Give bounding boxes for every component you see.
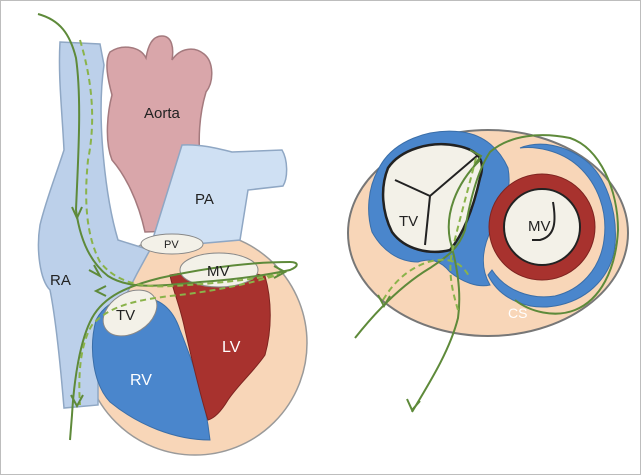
right-heart-diagram: TV MV CS (348, 130, 628, 412)
label-pv: PV (164, 239, 179, 251)
label-rv: RV (130, 372, 152, 389)
label-tv: TV (116, 307, 135, 324)
label-aorta: Aorta (144, 105, 181, 122)
left-heart-diagram: Aorta PA RA PV MV TV LV RV (38, 14, 307, 455)
label-ra: RA (50, 272, 71, 289)
label-pa: PA (195, 191, 214, 208)
label-mv-right: MV (528, 218, 551, 235)
label-cs: CS (508, 305, 527, 321)
label-lv: LV (222, 339, 241, 356)
label-mv: MV (207, 263, 230, 280)
label-tv-right: TV (399, 213, 418, 230)
